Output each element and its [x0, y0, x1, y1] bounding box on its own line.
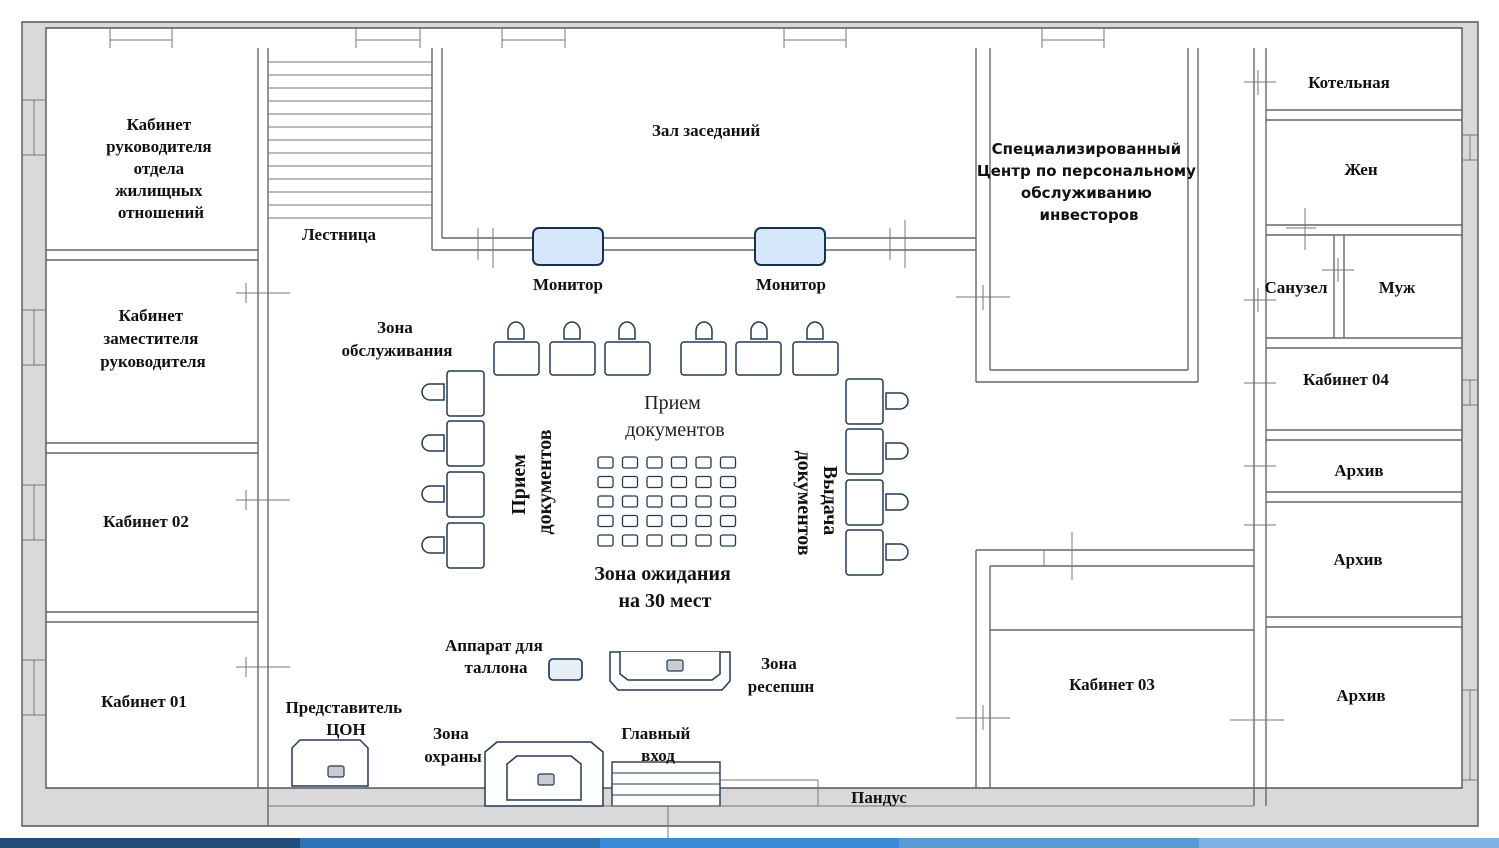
women-restroom-label: Жен: [1344, 160, 1377, 179]
monitor-left: [532, 227, 604, 266]
waiting-seat: [695, 475, 712, 489]
waiting-seat: [597, 514, 614, 528]
ramp-label: Пандус: [851, 788, 907, 807]
reception-desk: [609, 651, 731, 691]
office-03-label: Кабинет 03: [1069, 675, 1155, 694]
service-desk: [845, 479, 909, 526]
reception-zone-label: Зона ресепшн: [748, 654, 815, 696]
waiting-seat: [597, 475, 614, 489]
accent-bar-segment: [299, 838, 600, 848]
waiting-seat: [597, 495, 614, 508]
men-restroom-label: Муж: [1379, 278, 1416, 297]
waiting-seat: [695, 534, 712, 547]
boiler-room-label: Котельная: [1308, 73, 1390, 92]
waiting-seat: [646, 514, 663, 528]
waiting-zone-label: Зона ожидания на 30 мест: [594, 563, 736, 612]
waiting-seat: [719, 495, 737, 508]
waiting-seat: [621, 495, 639, 508]
service-desk: [493, 321, 540, 376]
stairs-block: [268, 61, 432, 219]
waiting-seat: [719, 475, 737, 489]
waiting-seat: [621, 475, 639, 489]
interior-walls: [46, 48, 1462, 826]
service-zone-label: Зона обслуживания: [342, 318, 453, 360]
main-entrance-steps: [611, 761, 721, 838]
office-01-label: Кабинет 01: [101, 692, 187, 711]
archive-3-label: Архив: [1336, 686, 1385, 705]
waiting-seat: [621, 514, 639, 528]
service-desk: [735, 321, 782, 376]
service-desk: [421, 522, 485, 569]
waiting-seat: [695, 514, 712, 528]
service-desks-right: [845, 378, 909, 576]
meeting-hall-label: Зал заседаний: [652, 121, 761, 140]
monitor-left-label: Монитор: [533, 275, 603, 294]
monitor-right-label: Монитор: [756, 275, 826, 294]
office-04-label: Кабинет 04: [1303, 370, 1389, 389]
waiting-seat: [670, 475, 688, 489]
service-desk: [845, 378, 909, 425]
accent-bar-segment: [899, 838, 1200, 848]
outer-walls: [21, 21, 1479, 827]
waiting-seats: [597, 456, 737, 547]
service-desk: [421, 471, 485, 518]
archive-1-label: Архив: [1334, 461, 1383, 480]
deputy-office-label: Кабинет заместителя руководителя: [100, 306, 205, 371]
archive-2-label: Архив: [1333, 550, 1382, 569]
waiting-seat: [597, 456, 614, 469]
waiting-seat: [621, 534, 639, 547]
service-desk: [604, 321, 651, 376]
investor-center-label: Специализированный Центр по персональном…: [977, 140, 1201, 224]
service-desks-top: [493, 321, 839, 376]
zone-labels: Монитор Монитор Зона обслуживания Прием …: [286, 275, 841, 766]
waiting-seat: [670, 534, 688, 547]
accent-bar-segment: [599, 838, 900, 848]
con-desk: [291, 739, 369, 787]
room-labels: Кабинет руководителя отдела жилищных отн…: [100, 73, 1416, 807]
service-desk: [680, 321, 727, 376]
monitor-right: [754, 227, 826, 266]
service-desk: [845, 529, 909, 576]
waiting-seat: [621, 456, 639, 469]
waiting-seat: [646, 495, 663, 508]
service-desk: [549, 321, 596, 376]
security-zone-label: Зона охраны: [424, 724, 482, 766]
service-desk: [845, 428, 909, 475]
waiting-seat: [670, 456, 688, 469]
service-desks-left: [421, 370, 485, 569]
waiting-seat: [646, 456, 663, 469]
waiting-seat: [646, 475, 663, 489]
main-entrance-label: Главный вход: [621, 724, 694, 765]
con-representative-label: Представитель ЦОН: [286, 698, 407, 739]
service-desk: [421, 420, 485, 467]
waiting-seat: [719, 514, 737, 528]
ticket-machine: [548, 658, 583, 681]
accent-bar-segment: [1199, 838, 1499, 848]
doc-reception-side-label: Прием документов: [508, 429, 556, 534]
waiting-seat: [695, 456, 712, 469]
ticket-machine-label: Аппарат для таллона: [445, 636, 547, 677]
waiting-seat: [719, 456, 737, 469]
service-desk: [421, 370, 485, 417]
ramp: [268, 779, 1254, 807]
waiting-seat: [670, 495, 688, 508]
waiting-seat: [597, 534, 614, 547]
doc-reception-center-label: Прием документов: [625, 392, 725, 441]
waiting-seat: [719, 534, 737, 547]
head-office-label: Кабинет руководителя отдела жилищных отн…: [106, 115, 216, 222]
stairs-label: Лестница: [302, 225, 377, 244]
accent-bar-segment: [0, 838, 300, 848]
restroom-label: Санузел: [1265, 278, 1328, 297]
waiting-seat: [670, 514, 688, 528]
service-desk: [792, 321, 839, 376]
security-booth: [484, 741, 604, 807]
waiting-seat: [646, 534, 663, 547]
bottom-accent-bar: [0, 838, 1499, 848]
doc-issue-side-label: Выдача документов: [793, 451, 841, 556]
waiting-seat: [695, 495, 712, 508]
office-02-label: Кабинет 02: [103, 512, 189, 531]
